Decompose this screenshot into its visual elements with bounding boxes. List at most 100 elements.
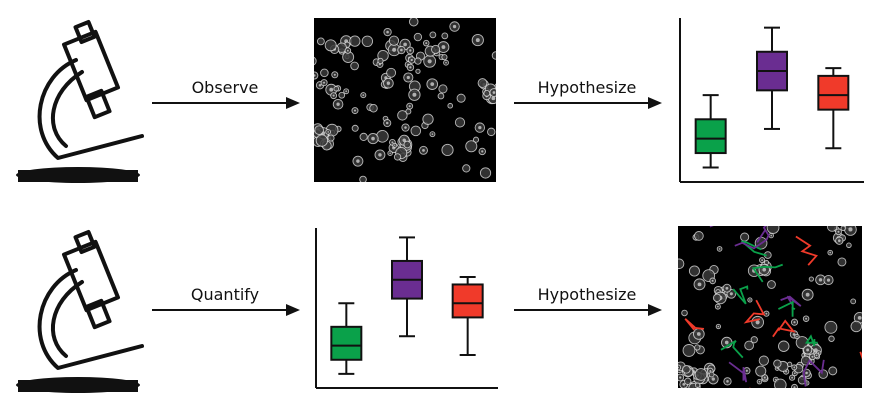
cell xyxy=(472,136,480,143)
cell-nucleus xyxy=(492,91,496,94)
cell-nucleus xyxy=(389,152,391,155)
cell-nucleus xyxy=(765,312,768,315)
cell-layer xyxy=(314,18,496,182)
cell xyxy=(684,377,692,385)
cell-nucleus xyxy=(745,369,748,372)
cell xyxy=(694,382,701,388)
cell-nucleus xyxy=(409,66,412,69)
cell-nucleus xyxy=(716,305,719,308)
cell-nucleus xyxy=(345,90,348,93)
cell-nucleus xyxy=(403,42,407,47)
hypothesize-label: Hypothesize xyxy=(537,285,637,304)
cell-track xyxy=(720,340,744,359)
cell xyxy=(359,175,367,182)
cell xyxy=(828,335,835,342)
cell xyxy=(350,61,359,71)
box-red xyxy=(817,67,850,150)
cell-nucleus xyxy=(792,333,796,336)
cell-nucleus xyxy=(697,282,702,287)
cell-nucleus xyxy=(678,366,679,369)
cell-nucleus xyxy=(332,94,335,97)
cell-nucleus xyxy=(725,286,729,290)
cell-nucleus xyxy=(776,367,778,370)
cell-nucleus xyxy=(412,92,417,97)
cell xyxy=(483,90,491,97)
cell-nucleus xyxy=(793,366,796,369)
cell xyxy=(462,164,471,173)
cell xyxy=(441,54,448,61)
cell-nucleus xyxy=(353,109,357,112)
cell-nucleus xyxy=(409,49,412,52)
cell xyxy=(708,371,715,378)
cell xyxy=(808,276,814,282)
cell-nucleus xyxy=(793,321,796,324)
cell-nucleus xyxy=(406,75,410,80)
cell xyxy=(429,31,437,39)
cell-nucleus xyxy=(371,136,375,141)
cell-nucleus xyxy=(770,234,773,237)
cell-nucleus xyxy=(805,317,808,320)
cell xyxy=(377,57,384,65)
box-iqr xyxy=(694,118,727,155)
cell-nucleus xyxy=(711,279,714,282)
cell-track xyxy=(732,285,749,305)
cell xyxy=(441,32,449,40)
cell-nucleus xyxy=(392,47,397,52)
cell-track xyxy=(780,295,802,307)
cell-nucleus xyxy=(805,371,808,375)
cell-nucleus xyxy=(758,380,761,383)
box-green xyxy=(694,94,727,169)
box-green xyxy=(330,302,363,375)
cell-track xyxy=(778,300,796,317)
arrow-right-icon xyxy=(152,97,300,109)
cell-nucleus xyxy=(400,48,403,52)
cell-nucleus xyxy=(818,278,823,282)
cell xyxy=(824,320,838,334)
cell xyxy=(712,293,722,303)
cell xyxy=(744,340,754,351)
cell xyxy=(447,102,454,109)
cell-nucleus xyxy=(329,87,334,92)
cell-nucleus xyxy=(333,73,336,76)
cell-nucleus xyxy=(431,133,434,136)
cell xyxy=(386,67,397,78)
cell xyxy=(351,124,359,132)
cell xyxy=(786,361,793,367)
cell-nucleus xyxy=(711,377,715,381)
cell xyxy=(773,359,782,368)
box-iqr xyxy=(817,74,850,111)
cell-nucleus xyxy=(729,292,733,296)
cell-nucleus xyxy=(696,332,701,336)
cell-nucleus xyxy=(761,259,763,262)
cell-nucleus xyxy=(327,131,329,133)
cell xyxy=(431,44,441,54)
cell xyxy=(454,117,466,128)
cell-nucleus xyxy=(774,378,777,381)
cell xyxy=(750,336,758,344)
cell xyxy=(324,39,337,52)
cell-nucleus xyxy=(857,315,862,320)
cell-nucleus xyxy=(422,148,425,152)
cell xyxy=(681,309,688,317)
arrow-right-icon xyxy=(514,97,662,109)
cell-nucleus xyxy=(848,227,853,232)
cell xyxy=(314,125,324,135)
cell-track xyxy=(751,263,784,283)
cell-nucleus xyxy=(475,38,480,43)
cell-nucleus xyxy=(386,30,389,34)
cell xyxy=(477,78,488,88)
cell-nucleus xyxy=(805,292,810,297)
cell xyxy=(393,153,402,161)
cell-nucleus xyxy=(318,83,322,87)
box-iqr xyxy=(330,325,363,361)
cell xyxy=(441,143,454,157)
cell-nucleus xyxy=(322,81,326,84)
cell xyxy=(456,93,466,103)
cell xyxy=(487,127,496,137)
cell xyxy=(316,37,325,46)
cell xyxy=(359,132,368,141)
cell xyxy=(828,366,838,376)
cell-nucleus xyxy=(718,248,721,250)
cell-track xyxy=(859,351,862,360)
box-iqr xyxy=(451,283,484,319)
